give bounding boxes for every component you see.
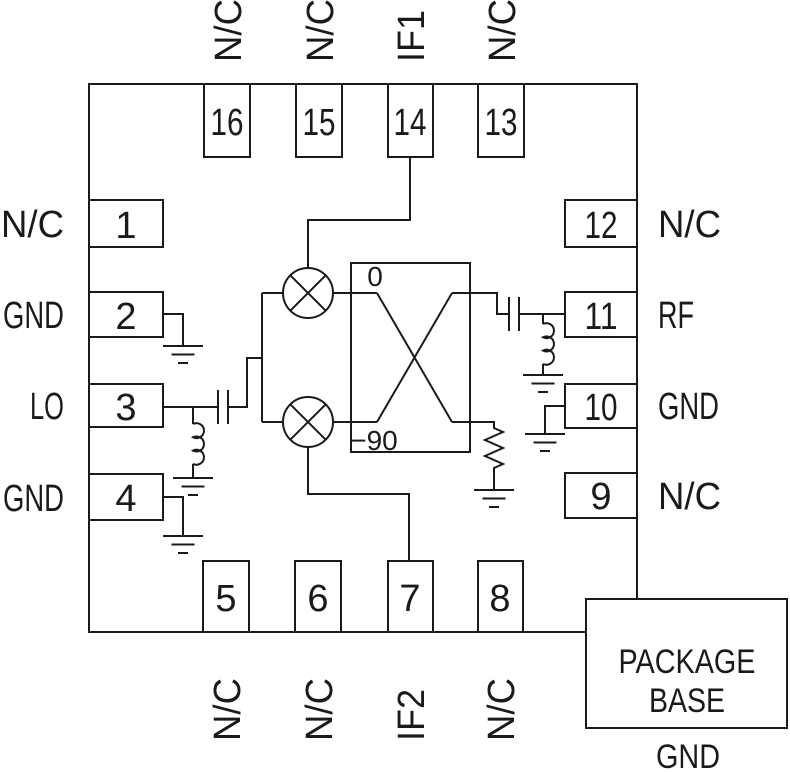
pin-box-4 [88, 473, 164, 521]
pin-box-6 [294, 560, 342, 633]
mixer-bottom [282, 396, 334, 448]
pin-number-5: 5 [215, 578, 236, 620]
pin-box-8 [477, 560, 524, 633]
package-base-gnd-label: GND [656, 738, 720, 772]
pin-label-10-gnd: GND [658, 386, 719, 428]
pin-box-9 [564, 472, 638, 519]
pin-label-12-nc: N/C [658, 204, 721, 246]
wire-pin2-gnd [163, 313, 184, 345]
pin-label-7-if2: IF2 [391, 689, 433, 741]
pin-number-2: 2 [115, 296, 136, 338]
pin-box-1 [88, 199, 164, 248]
pin-box-7 [387, 560, 434, 633]
package-base-label-line2: BASE [649, 682, 725, 720]
pin-label-11-rf: RF [658, 295, 694, 337]
hybrid-box [350, 262, 471, 453]
pin-number-13: 13 [485, 102, 518, 144]
pin-label-9-nc: N/C [658, 476, 721, 518]
pin-number-7: 7 [399, 578, 420, 620]
hybrid-cross-lines [376, 292, 453, 423]
wire-if2 [307, 447, 410, 561]
pin-box-10 [564, 383, 638, 429]
pin-label-13-nc: N/C [482, 0, 524, 62]
ground-symbol-rf [523, 374, 563, 393]
pin-label-8-nc: N/C [481, 678, 523, 741]
pin-number-14: 14 [394, 102, 427, 144]
pin-number-6: 6 [307, 578, 328, 620]
mixer-top [282, 267, 334, 319]
capacitor-rf [508, 297, 520, 331]
pin-box-15 [295, 83, 343, 158]
ground-symbol-lo [173, 477, 213, 496]
pin-label-15-nc: N/C [300, 0, 342, 62]
package-base-box [585, 598, 788, 729]
wire-rf-a [470, 292, 509, 315]
wire-mixers-to-hybrid [333, 292, 351, 423]
package-base: PACKAGE BASE GND [585, 598, 788, 772]
pin-number-8: 8 [489, 578, 510, 620]
pin-number-4: 4 [115, 478, 136, 520]
resistor-termination [470, 421, 506, 489]
inductor-rf [540, 322, 555, 374]
pin-number-10: 10 [585, 387, 618, 429]
pin-number-9: 9 [590, 476, 611, 518]
package-outline [88, 83, 638, 633]
ground-symbol-pin10 [525, 433, 565, 452]
pin-box-2 [88, 291, 164, 338]
pin-label-3-lo: LO [30, 386, 64, 428]
pin-number-3: 3 [115, 387, 136, 429]
pin-number-15: 15 [303, 102, 336, 144]
wire-pin10-gnd [544, 405, 565, 433]
ground-symbol-pin2 [163, 345, 203, 364]
pin-box-11 [564, 291, 638, 338]
pin-label-6-nc: N/C [299, 678, 341, 741]
wire-lo-split [228, 357, 262, 408]
pin-label-16-nc: N/C [208, 0, 250, 62]
pin-label-4-gnd: GND [3, 478, 64, 520]
pin-box-3 [88, 383, 164, 428]
pin-label-2-gnd: GND [3, 295, 64, 337]
wire-if1 [307, 157, 411, 268]
pin-number-12: 12 [585, 205, 618, 247]
pin-number-1: 1 [115, 205, 136, 247]
pin-box-12 [564, 199, 638, 248]
hybrid-port-stubs [351, 292, 470, 423]
wire-pin4-gnd [163, 496, 184, 535]
pin-box-13 [477, 83, 525, 158]
hybrid-phase-minus90-label: −90 [350, 425, 398, 456]
ground-symbol-pin4 [163, 535, 203, 554]
capacitor-lo [217, 390, 229, 424]
hybrid-phase-0-label: 0 [367, 261, 383, 292]
ground-symbol-resistor [474, 489, 514, 508]
pin-label-14-if1: IF1 [391, 10, 433, 62]
pin-label-5-nc: N/C [207, 678, 249, 741]
wire-lo-bus [261, 292, 283, 423]
package-base-label-line1: PACKAGE [619, 643, 756, 681]
pin-label-1-nc: N/C [1, 204, 64, 246]
pin-number-16: 16 [211, 102, 244, 144]
quadrature-hybrid: 0 −90 [350, 261, 471, 456]
pin-box-5 [202, 560, 250, 633]
pin-box-14 [387, 83, 434, 158]
inductor-lo [190, 422, 205, 477]
pin-box-16 [203, 83, 251, 158]
pin-number-11: 11 [585, 296, 618, 338]
